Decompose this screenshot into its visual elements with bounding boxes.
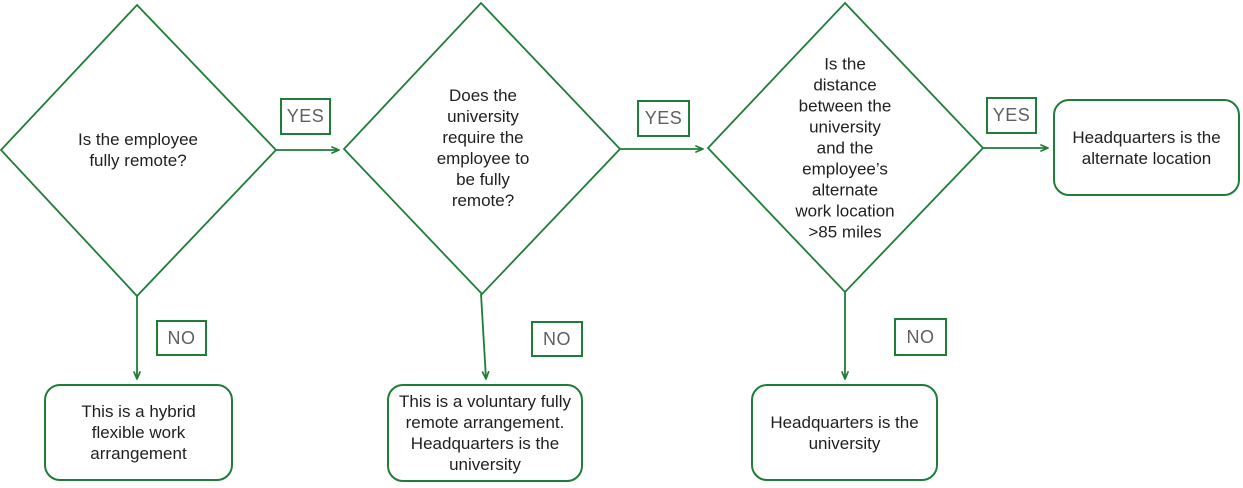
connector-no-2 <box>480 293 490 380</box>
decision-question-university-requires: Does the university require the employee… <box>436 86 530 210</box>
yes-label-1: YES <box>280 98 331 135</box>
yes-label-1-text: YES <box>286 106 325 126</box>
decision-question-distance: Is the distance between the university a… <box>795 54 895 242</box>
decision-question-fully-remote: Is the employee fully remote? <box>77 130 198 170</box>
no-label-2: NO <box>531 321 583 357</box>
outcome-hybrid: This is a hybrid flexible work arrangeme… <box>44 384 233 481</box>
yes-label-2: YES <box>637 100 690 137</box>
no-label-3: NO <box>894 318 947 356</box>
outcome-voluntary-remote: This is a voluntary fully remote arrange… <box>387 384 583 482</box>
yes-label-3: YES <box>986 97 1037 134</box>
no-label-1-text: NO <box>167 327 196 348</box>
outcome-hq-alternate: Headquarters is the alternate location <box>1053 99 1240 196</box>
decision-diamond-2 <box>342 1 622 296</box>
outcome-hq-university: Headquarters is the university <box>751 384 938 481</box>
no-label-3-text: NO <box>906 326 935 347</box>
no-label-2-text: NO <box>543 328 571 349</box>
yes-label-3-text: YES <box>992 105 1031 125</box>
no-label-1: NO <box>156 320 207 356</box>
yes-label-2-text: YES <box>644 108 683 128</box>
